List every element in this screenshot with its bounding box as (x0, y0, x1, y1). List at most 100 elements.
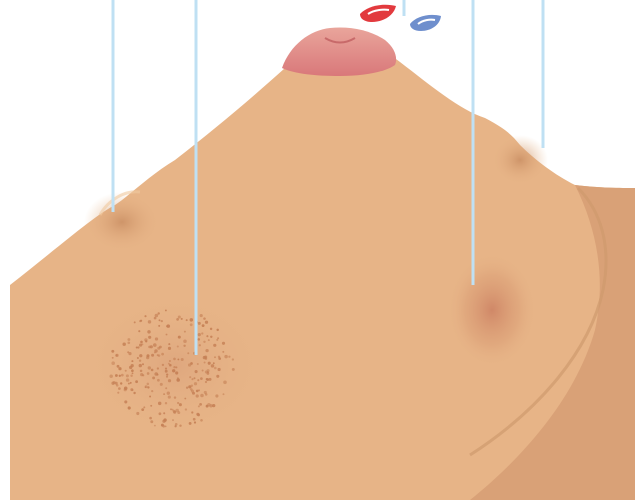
patch-dot (134, 321, 136, 323)
patch-dot (213, 362, 215, 364)
patch-dot (144, 315, 146, 317)
patch-dot (141, 408, 144, 411)
patch-dot (218, 357, 221, 360)
patch-dot (130, 374, 132, 376)
patch-dot (200, 394, 204, 398)
patch-dot (167, 324, 171, 328)
patch-dot (191, 411, 193, 413)
patch-dot (214, 367, 217, 370)
patch-dot (149, 417, 152, 420)
patch-dot (222, 342, 225, 345)
patch-dot (204, 391, 207, 394)
patch-dot (157, 347, 160, 350)
patch-dot (147, 330, 150, 333)
patch-dot (109, 374, 112, 377)
patch-dot (210, 328, 212, 330)
patch-dot (196, 413, 199, 416)
patch-dot (128, 383, 130, 385)
patch-dot (223, 381, 227, 385)
patch-dot (135, 380, 138, 383)
tip-shape (282, 28, 396, 77)
patch-dot (191, 378, 193, 380)
patch-dot (177, 402, 179, 404)
patch-dot (194, 382, 197, 385)
patch-dot (184, 398, 186, 400)
patch-dot (175, 366, 177, 368)
patch-dot (216, 375, 219, 378)
patch-dot (186, 319, 188, 321)
patch-dot (218, 368, 221, 371)
patch-dot (130, 382, 132, 384)
patch-dot (168, 379, 171, 382)
patch-dot (183, 345, 185, 347)
patch-dot (112, 357, 114, 359)
patch-dot (208, 339, 210, 341)
patch-dot (176, 318, 179, 321)
patch-dot (178, 336, 181, 339)
patch-dot (139, 364, 142, 367)
left-bump-shadow (84, 192, 160, 252)
patch-dot (126, 374, 129, 377)
patch-dot (133, 392, 135, 394)
patch-dot (143, 406, 145, 408)
blue-marker (410, 15, 441, 31)
patch-dot (153, 343, 157, 347)
patch-dot (169, 360, 171, 362)
patch-dot (157, 354, 159, 356)
patch-dot (155, 337, 158, 340)
patch-dot (195, 370, 198, 373)
patch-dot (131, 389, 133, 391)
patch-dot (217, 337, 219, 339)
patch-dot (232, 368, 235, 371)
patch-dot (165, 309, 167, 311)
patch-dot (204, 355, 207, 358)
patch-dot (149, 396, 151, 398)
patch-dot (186, 387, 188, 389)
patch-dot (116, 384, 119, 387)
patch-dot (161, 353, 164, 356)
patch-dot (210, 336, 212, 338)
patch-dot (150, 405, 152, 407)
patch-dot (206, 405, 209, 408)
patch-dot (150, 420, 153, 423)
patch-dot (152, 376, 155, 379)
patch-dot (115, 374, 118, 377)
patch-dot (177, 345, 179, 347)
patch-dot (165, 402, 167, 404)
patch-dot (197, 379, 199, 381)
patch-dot (148, 336, 151, 339)
patch-dot (172, 419, 174, 421)
patch-dot (200, 377, 203, 380)
patch-dot (162, 420, 165, 423)
patch-dot (206, 378, 208, 380)
patch-dot (190, 323, 193, 326)
patch-dot (198, 322, 201, 325)
patch-dot (177, 358, 179, 360)
patch-dot (147, 372, 150, 375)
patch-dot (228, 356, 230, 358)
patch-dot (139, 359, 141, 361)
patch-dot (168, 343, 170, 345)
patch-dot (178, 315, 181, 318)
patch-dot (117, 392, 119, 394)
patch-dot (177, 377, 179, 379)
patch-dot (215, 394, 218, 397)
patch-dot (163, 412, 165, 414)
patch-dot (158, 402, 161, 405)
patch-dot (201, 332, 203, 334)
patch-dot (194, 377, 196, 379)
patch-dot (148, 366, 151, 369)
patch-dot (196, 390, 199, 393)
patch-dot (190, 318, 193, 321)
patch-dot (189, 376, 191, 378)
patch-dot (140, 370, 143, 373)
patch-dot (181, 318, 183, 320)
patch-dot (162, 364, 164, 366)
patch-dot (151, 354, 154, 357)
patch-dot (122, 342, 125, 345)
patch-dot (175, 371, 178, 374)
patch-dot (203, 341, 205, 343)
patch-dot (212, 404, 215, 407)
patch-dot (169, 364, 172, 367)
